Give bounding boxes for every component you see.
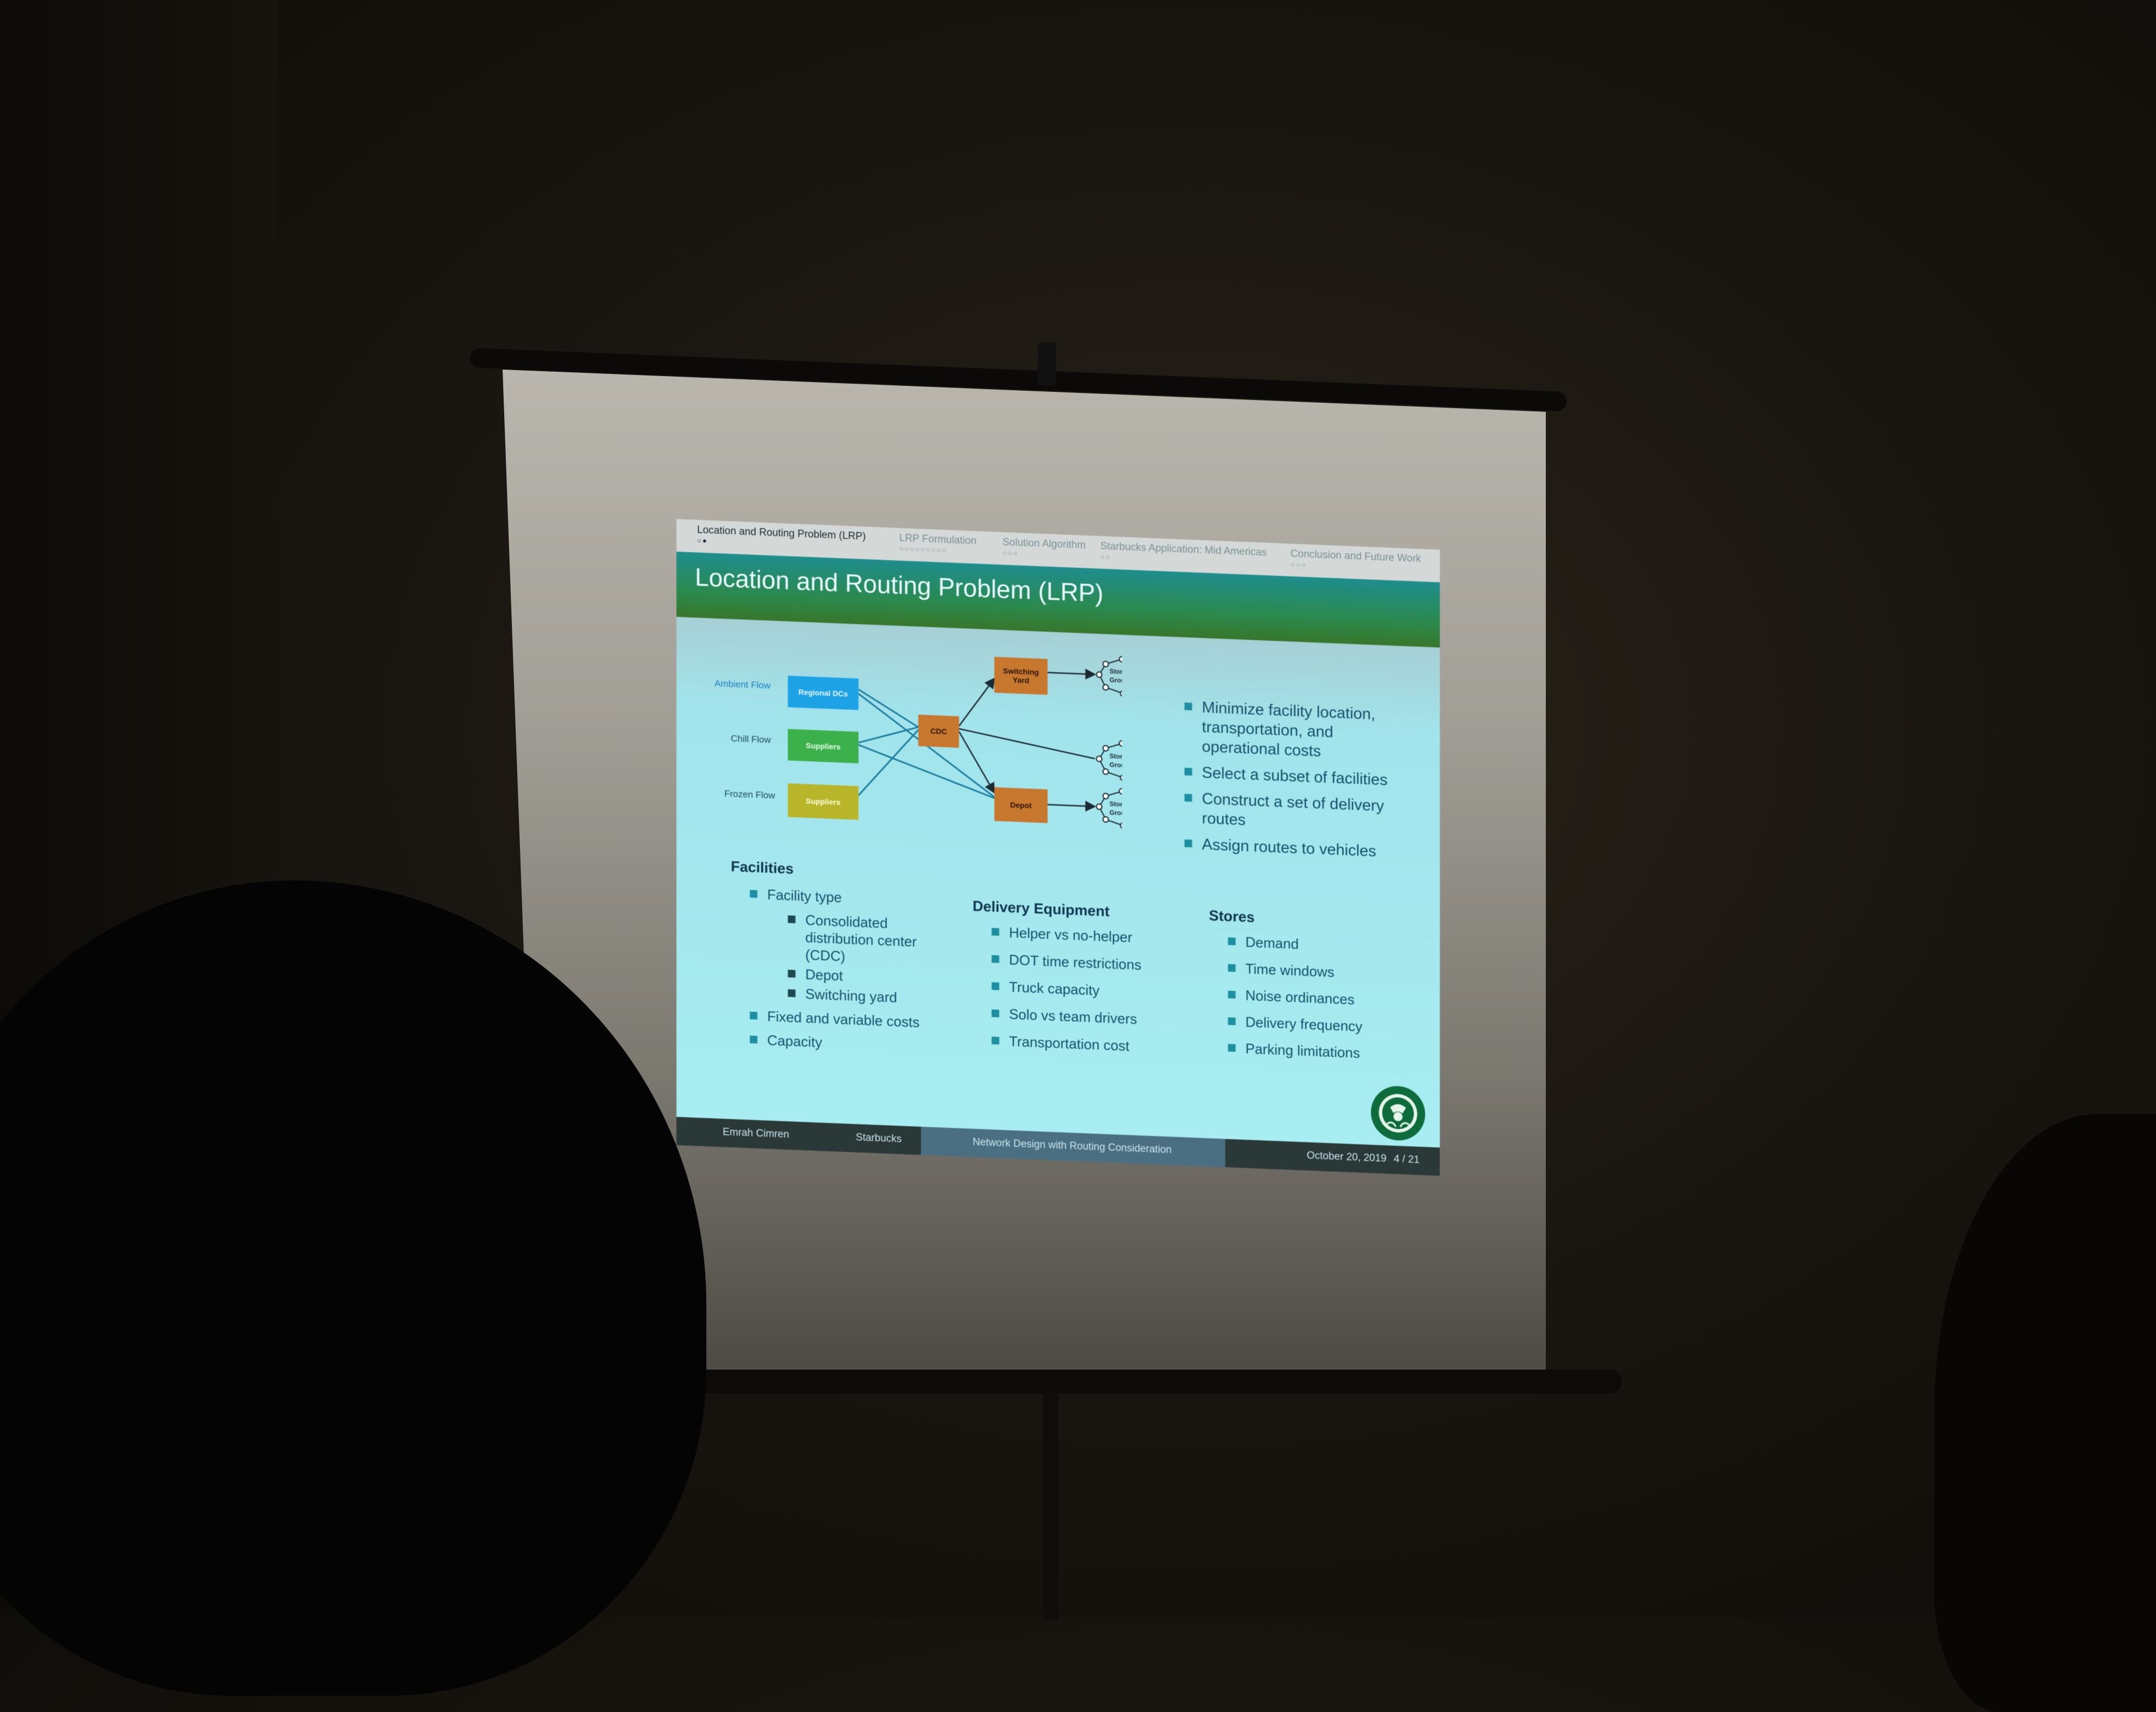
- nav-dots-conclusion: ○○○: [1290, 560, 1307, 569]
- nav-section-conclusion: Conclusion and Future Work: [1290, 548, 1421, 565]
- store-item: Demand: [1228, 933, 1407, 957]
- store-group-label: Group: [1110, 809, 1122, 817]
- flow-label-chill: Chill Flow: [731, 733, 771, 745]
- screen-stand: [1043, 1391, 1058, 1620]
- flow-label-ambient: Ambient Flow: [715, 678, 770, 691]
- store-group-bottom: Store Group: [1096, 788, 1122, 829]
- projected-slide: Location and Routing Problem (LRP) ○● LR…: [676, 519, 1440, 1176]
- equipment-list: Helper vs no-helper DOT time restriction…: [992, 923, 1171, 1066]
- objective-list: Minimize facility location, transportati…: [1184, 697, 1396, 869]
- stores-heading: Stores: [1209, 907, 1255, 926]
- objective-item: Assign routes to vehicles: [1184, 834, 1396, 863]
- stores-list: Demand Time windows Noise ordinances Del…: [1228, 933, 1407, 1073]
- nav-dots-lrp: ○●: [697, 536, 708, 545]
- switching-yard-box: Switching Yard: [994, 657, 1048, 695]
- flow-label-frozen: Frozen Flow: [724, 788, 775, 801]
- nav-dots-application: ○○: [1100, 552, 1111, 561]
- equipment-item: Solo vs team drivers: [992, 1004, 1171, 1029]
- footer-author: Emrah Cimren: [723, 1126, 789, 1141]
- footer-page-number: 4 / 21: [1394, 1153, 1420, 1166]
- store-item: Time windows: [1228, 959, 1407, 984]
- slide-title: Location and Routing Problem (LRP): [695, 563, 1104, 608]
- edge-chill-cdc: [858, 726, 919, 743]
- edge-rdc-cdc: [858, 689, 919, 728]
- facilities-heading: Facilities: [731, 858, 794, 877]
- edge-cdc-storegroup: [949, 721, 1095, 760]
- objective-item: Minimize facility location, transportati…: [1184, 697, 1396, 765]
- nav-dots-solution: ○○○: [1002, 548, 1019, 558]
- depot-box: Depot: [994, 787, 1048, 823]
- cdc-box: CDC: [918, 714, 959, 748]
- network-diagram: Store Group Store Group Store Grou: [857, 655, 1122, 829]
- store-item: Parking limitations: [1228, 1039, 1407, 1064]
- chill-suppliers-box: Suppliers: [788, 729, 858, 764]
- slide-body: Store Group Store Group Store Grou: [676, 617, 1440, 1147]
- facility-type-label: Facility type: [767, 886, 842, 906]
- audience-head-left: [0, 880, 706, 1696]
- footer-date: October 20, 2019: [1307, 1149, 1387, 1165]
- facility-type-subitem: Consolidated distribution center (CDC): [788, 910, 940, 969]
- screen-bottom-bar: [676, 1370, 1622, 1394]
- starbucks-siren-logo: [1371, 1086, 1425, 1141]
- equipment-item: Helper vs no-helper: [992, 923, 1171, 947]
- store-group-top: Store Group: [1096, 655, 1122, 697]
- store-group-label: Store: [1110, 800, 1122, 808]
- edge-cdc-depot: [958, 731, 995, 794]
- edge-chill-depot: [858, 744, 995, 799]
- facility-type-sublist: Consolidated distribution center (CDC) D…: [788, 910, 940, 1008]
- store-group-label: Store: [1110, 752, 1122, 760]
- store-group-middle: Store Group: [1096, 740, 1122, 782]
- equipment-item: DOT time restrictions: [992, 950, 1171, 974]
- edge-frozen-cdc: [857, 729, 919, 796]
- objective-item: Select a subset of facilities: [1184, 763, 1396, 791]
- regional-dcs-box: Regional DCs: [788, 676, 858, 710]
- facilities-list: Facility type Consolidated distribution …: [750, 885, 962, 1063]
- equipment-item: Truck capacity: [992, 977, 1171, 1002]
- edge-depot-storegroup: [1038, 798, 1096, 812]
- store-group-label: Group: [1110, 676, 1122, 684]
- store-item: Delivery frequency: [1228, 1013, 1407, 1037]
- facility-type-item: Facility type Consolidated distribution …: [750, 885, 962, 1009]
- screen-hook: [1038, 342, 1056, 386]
- facility-type-subitem: Switching yard: [788, 984, 940, 1008]
- store-item: Noise ordinances: [1228, 986, 1407, 1010]
- footer-org: Starbucks: [856, 1132, 902, 1145]
- audience-head-right: [1934, 1114, 2156, 1712]
- facility-cost-item: Fixed and variable costs: [750, 1007, 962, 1033]
- equipment-heading: Delivery Equipment: [973, 897, 1110, 920]
- edge-cdc-yard: [958, 677, 995, 727]
- store-group-label: Store: [1110, 667, 1122, 676]
- facility-capacity-item: Capacity: [750, 1030, 962, 1057]
- edge-yard-storegroup: [1038, 666, 1096, 680]
- equipment-item: Transportation cost: [992, 1032, 1171, 1056]
- objective-item: Construct a set of delivery routes: [1184, 789, 1396, 836]
- store-group-label: Group: [1110, 761, 1122, 769]
- frozen-suppliers-box: Suppliers: [788, 783, 858, 820]
- nav-dots-formulation: ○○○○○○○○○: [899, 544, 948, 555]
- nav-section-application: Starbucks Application: Mid Americas: [1100, 540, 1267, 559]
- nav-section-lrp: Location and Routing Problem (LRP): [697, 524, 866, 542]
